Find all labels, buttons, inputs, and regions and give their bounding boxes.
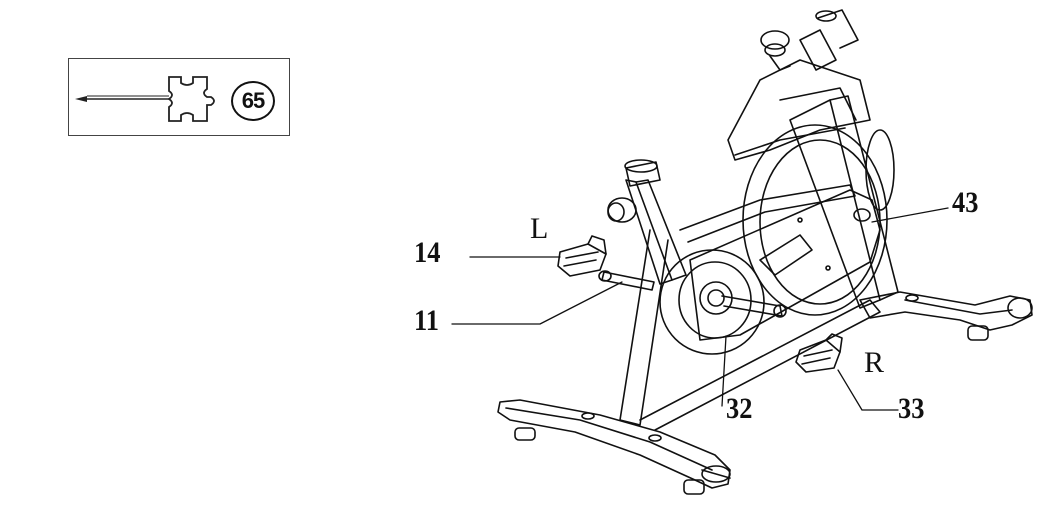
right-pedal	[795, 333, 843, 373]
right-side-marker: R	[864, 346, 885, 379]
chain-guard	[689, 189, 881, 341]
left-side-marker: L	[530, 212, 549, 245]
tool-part-number: 65	[231, 81, 275, 121]
callout-33: 33	[898, 392, 925, 425]
leader-lines	[451, 207, 949, 411]
main-frame	[607, 9, 899, 431]
rear-stabilizer	[859, 291, 1033, 341]
callout-43: 43	[952, 186, 979, 219]
flywheel	[742, 124, 895, 316]
crank-assembly	[598, 249, 787, 355]
callout-11: 11	[414, 304, 439, 337]
left-pedal	[557, 235, 607, 277]
front-stabilizer	[497, 399, 731, 495]
callout-14: 14	[414, 236, 441, 269]
callout-32: 32	[726, 392, 753, 425]
tool-box: 65	[68, 58, 290, 136]
pedal-wrench-icon	[75, 76, 215, 122]
